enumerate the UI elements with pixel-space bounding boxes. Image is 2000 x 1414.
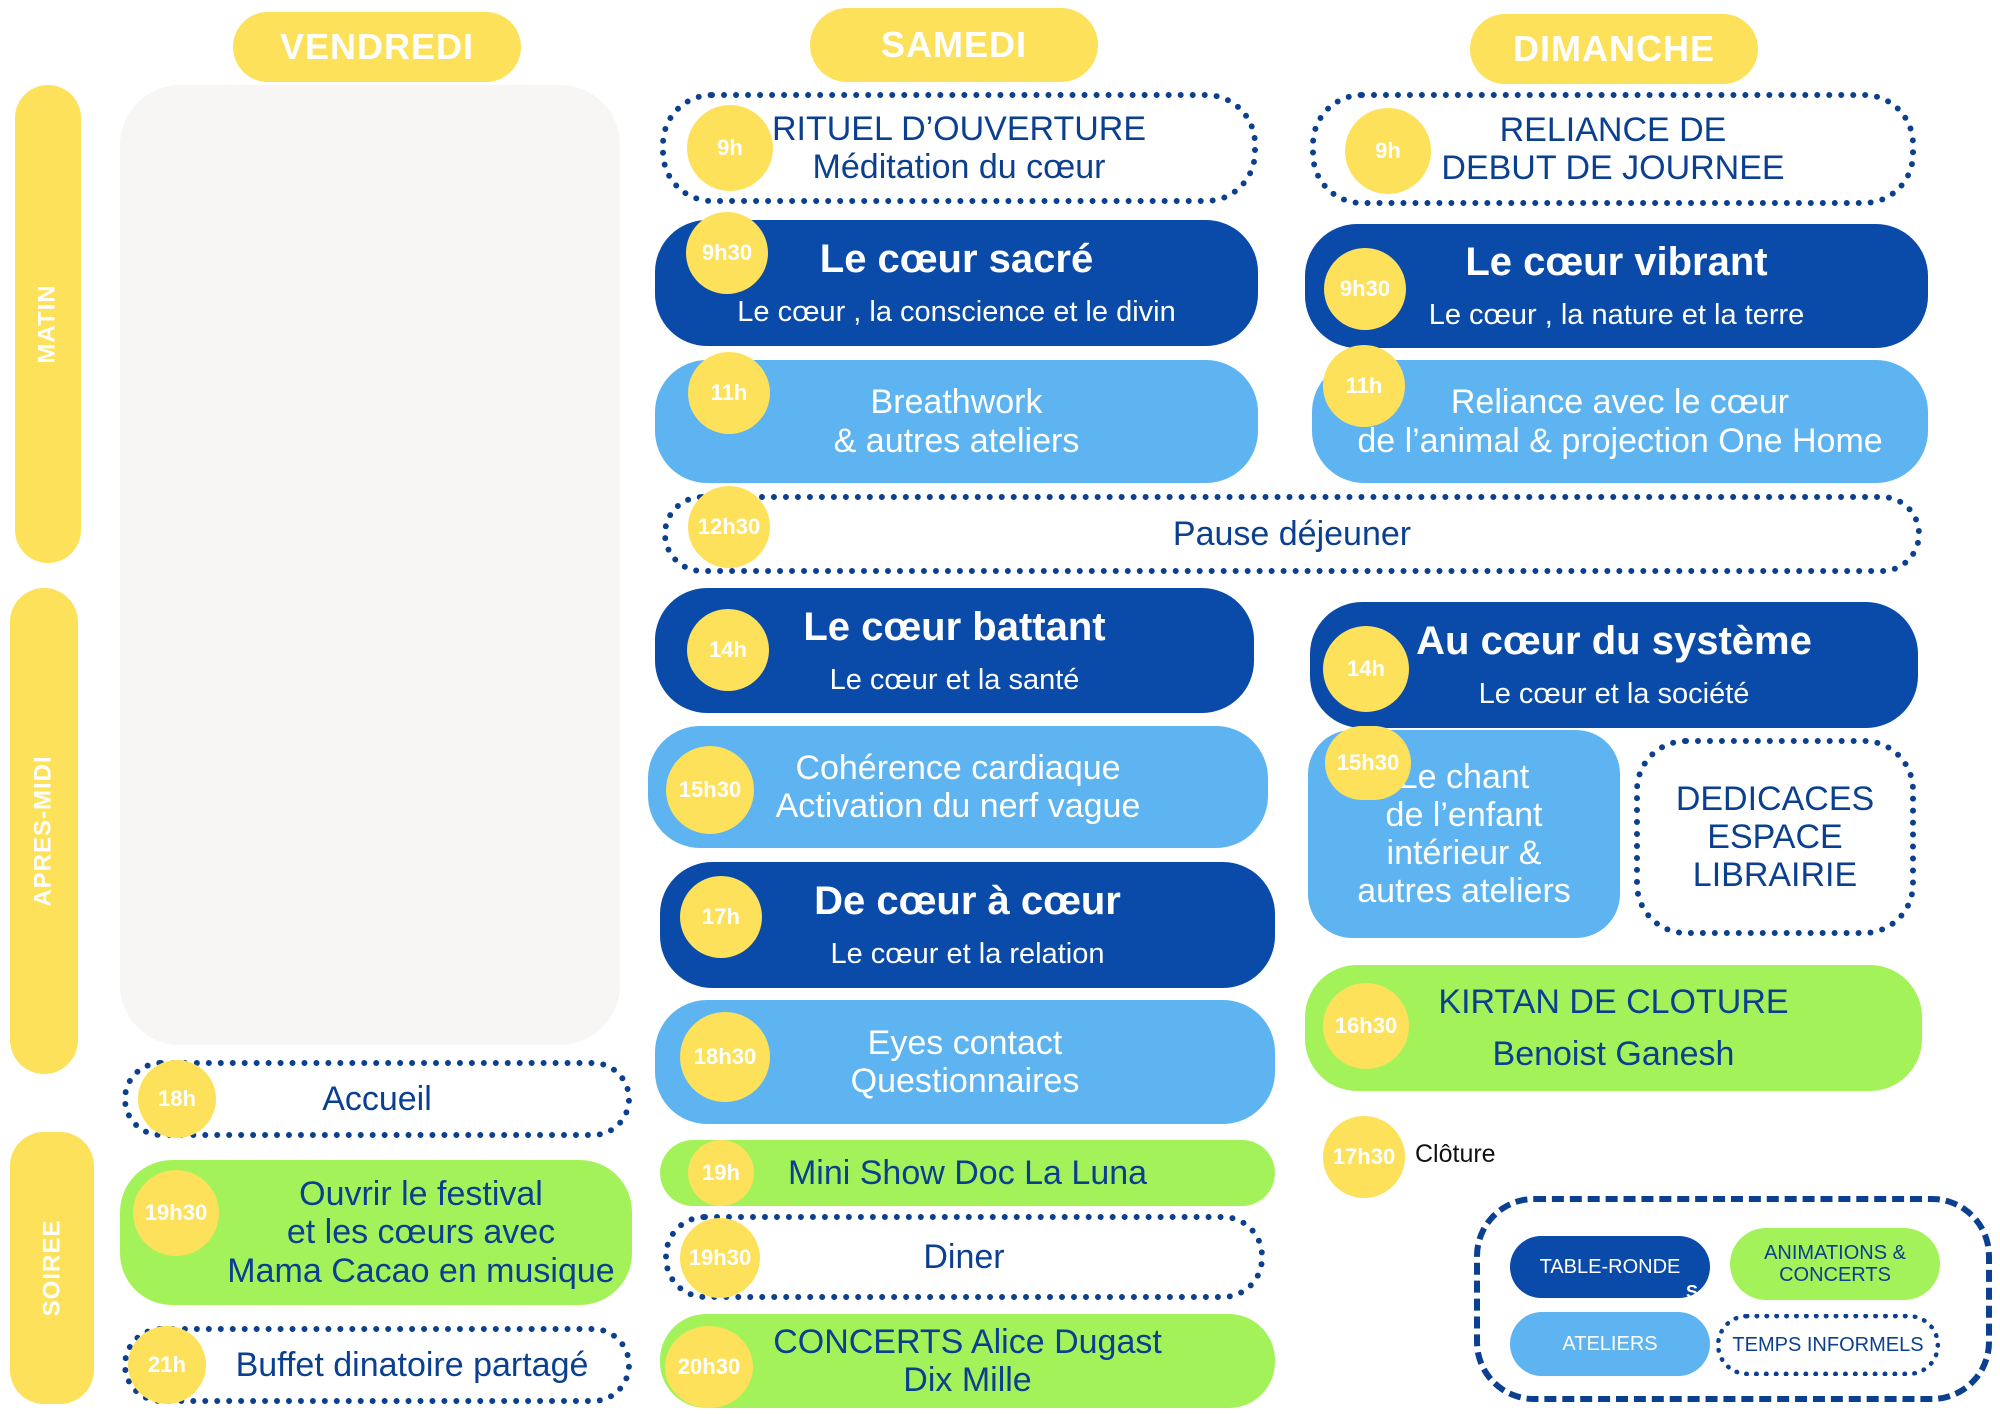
saturday-minishow: Mini Show Doc La Luna [660,1140,1275,1206]
sunday-chant-time: 15h30 [1325,726,1411,800]
saturday-diner-time: 19h30 [680,1218,760,1298]
sunday-reliance-animal-line2: de l’animal & projection One Home [1357,421,1883,460]
saturday-rituel-time: 9h [687,105,773,191]
sunday-kirtan-time: 16h30 [1323,983,1409,1069]
period-matin: MATIN [15,85,81,563]
saturday-rituel-line2: Méditation du cœur [812,148,1106,186]
pause-dejeuner: Pause déjeuner [662,494,1922,574]
saturday-eyes-line2: Questionnaires [850,1062,1080,1100]
header-dimanche: DIMANCHE [1470,14,1758,84]
saturday-concerts-line2: Dix Mille [903,1361,1032,1399]
friday-empty-panel [120,85,620,1045]
saturday-rituel-line1: RITUEL D’OUVERTURE [771,109,1147,148]
legend-temps-informels: TEMPS INFORMELS [1716,1314,1940,1376]
friday-ouvrir-line1: Ouvrir le festival [299,1175,543,1214]
sunday-vibrant: Le cœur vibrant Le cœur , la nature et l… [1305,224,1928,348]
saturday-minishow-label: Mini Show Doc La Luna [787,1153,1148,1192]
saturday-coeur-a-coeur-subtitle: Le cœur et la relation [830,938,1105,971]
sunday-systeme: Au cœur du système Le cœur et la société [1310,602,1918,728]
saturday-minishow-time: 19h [688,1140,754,1206]
saturday-battant-time: 14h [687,609,769,691]
sunday-chant-line3: intérieur & [1386,834,1542,872]
saturday-eyes-line1: Eyes contact [867,1023,1063,1062]
sunday-systeme-subtitle: Le cœur et la société [1478,678,1750,711]
period-apres-midi: APRES-MIDI [10,588,78,1074]
legend-table-ronde: TABLE-RONDE [1510,1236,1710,1298]
friday-buffet: Buffet dinatoire partagé [122,1326,632,1404]
friday-buffet-label: Buffet dinatoire partagé [235,1345,589,1384]
saturday-coherence-line1: Cohérence cardiaque [795,748,1121,787]
friday-ouvrir-time: 19h30 [133,1170,219,1256]
sunday-reliance-animal: Reliance avec le cœur de l’animal & proj… [1312,360,1928,483]
saturday-coeur-a-coeur-time: 17h [680,876,762,958]
sunday-vibrant-subtitle: Le cœur , la nature et la terre [1428,299,1805,332]
friday-buffet-time: 21h [128,1326,206,1404]
saturday-breathwork-time: 11h [688,352,770,434]
saturday-coherence-line2: Activation du nerf vague [775,787,1141,825]
saturday-coherence-time: 15h30 [666,746,754,834]
sunday-kirtan-line2: Benoist Ganesh [1492,1035,1735,1073]
sunday-cloture-time: 17h30 [1323,1116,1405,1198]
saturday-coeur-a-coeur-title: De cœur à cœur [814,879,1121,924]
sunday-kirtan: KIRTAN DE CLOTURE Benoist Ganesh [1305,965,1922,1091]
saturday-diner: Diner [663,1214,1265,1300]
sunday-kirtan-line1: KIRTAN DE CLOTURE [1438,982,1789,1021]
saturday-diner-label: Diner [923,1237,1005,1276]
sunday-chant-line1: Le chant [1398,757,1530,796]
saturday-concerts-time: 20h30 [665,1326,753,1408]
period-soiree: SOIREE [10,1132,94,1404]
header-samedi: SAMEDI [810,8,1098,82]
sunday-cloture-label: Clôture [1415,1140,1496,1168]
sunday-vibrant-time: 9h30 [1324,248,1406,330]
header-vendredi: VENDREDI [233,12,521,82]
sunday-dedicaces-line3: LIBRAIRIE [1692,856,1858,895]
friday-ouvrir-line3: Mama Cacao en musique [227,1251,615,1290]
period-apres-midi-label: APRES-MIDI [30,755,57,907]
legend-stray-s: S [1686,1282,1699,1302]
sunday-systeme-title: Au cœur du système [1416,619,1812,664]
saturday-coeur-a-coeur: De cœur à cœur Le cœur et la relation [660,862,1275,988]
sunday-reliance-animal-time: 11h [1323,345,1405,427]
saturday-battant-subtitle: Le cœur et la santé [829,663,1080,696]
period-soiree-label: SOIREE [38,1219,66,1317]
pause-dejeuner-time: 12h30 [688,486,770,568]
sunday-systeme-time: 14h [1323,626,1409,712]
saturday-concerts-line1: CONCERTS Alice Dugast [773,1322,1162,1361]
sunday-chant-line4: autres ateliers [1357,872,1571,911]
saturday-sacre-subtitle: Le cœur , la conscience et le divin [737,296,1176,329]
period-matin-label: MATIN [34,284,62,364]
friday-accueil-label: Accueil [322,1079,432,1118]
legend-animations: ANIMATIONS & CONCERTS [1730,1228,1940,1300]
saturday-eyes-time: 18h30 [680,1012,770,1102]
sunday-vibrant-title: Le cœur vibrant [1465,240,1768,285]
friday-ouvrir-line2: et les cœurs avec [286,1213,556,1252]
friday-accueil-time: 18h [138,1060,216,1138]
sunday-reliance-animal-line1: Reliance avec le cœur [1450,383,1790,422]
saturday-breathwork-line1: Breathwork [870,383,1043,422]
sunday-dedicaces: DEDICACES ESPACE LIBRAIRIE [1634,738,1916,936]
sunday-dedicaces-line1: DEDICACES [1675,779,1875,818]
saturday-breathwork-line2: & autres ateliers [833,421,1080,460]
sunday-chant-line2: de l’enfant [1385,795,1543,834]
pause-dejeuner-label: Pause déjeuner [1172,514,1412,553]
legend-ateliers: ATELIERS [1510,1312,1710,1376]
saturday-sacre-title: Le cœur sacré [819,237,1094,282]
sunday-reliance-debut: RELIANCE DE DEBUT DE JOURNEE [1310,92,1916,206]
sunday-reliance-debut-line2: DEBUT DE JOURNEE [1441,149,1785,187]
sunday-reliance-debut-line1: RELIANCE DE [1499,110,1727,149]
saturday-sacre-time: 9h30 [686,212,768,294]
sunday-dedicaces-line2: ESPACE [1707,817,1843,856]
saturday-concerts: CONCERTS Alice Dugast Dix Mille [660,1314,1275,1408]
sunday-reliance-debut-time: 9h [1345,108,1431,194]
saturday-battant-title: Le cœur battant [803,604,1106,649]
friday-ouvrir: Ouvrir le festival et les cœurs avec Mam… [120,1160,632,1305]
